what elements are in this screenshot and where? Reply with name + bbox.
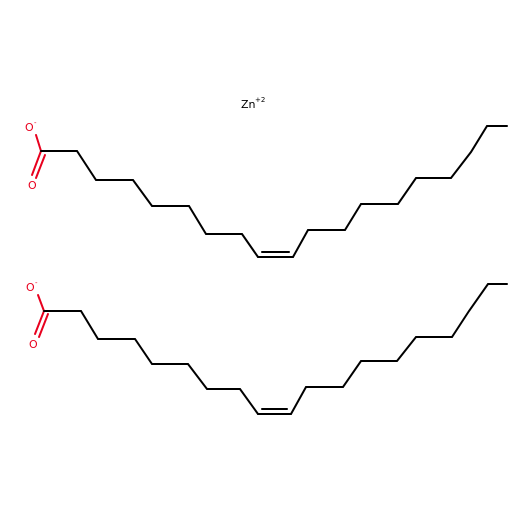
hydrocarbon-chain-lower xyxy=(43,283,508,415)
oxide-atom: O xyxy=(26,281,35,294)
bond-c1-o-double-b xyxy=(38,313,49,338)
bond-c1-o-double-a xyxy=(31,150,42,176)
oleate-anion-upper: O - O xyxy=(25,119,508,258)
carboxylate-group-lower: O - O xyxy=(26,279,49,351)
zinc-cation: Zn +2 xyxy=(241,96,265,111)
bond-c1-o-double-b xyxy=(35,154,46,179)
bond-c1-o-minus xyxy=(35,134,42,152)
bond-c1-o-double-a xyxy=(34,310,45,335)
hydrocarbon-chain-upper xyxy=(40,125,508,258)
chain-segment-c1-c9 xyxy=(40,150,259,258)
carboxylate-group-upper: O - O xyxy=(25,119,46,192)
zinc-charge: +2 xyxy=(255,96,265,104)
chain-segment-c10-c18 xyxy=(290,283,508,415)
oxide-charge: - xyxy=(35,279,38,287)
chain-segment-c10-c18 xyxy=(292,125,508,258)
oleate-anion-lower: O - O xyxy=(26,279,508,415)
carbonyl-oxygen: O xyxy=(28,179,37,192)
zinc-symbol: Zn xyxy=(241,98,256,111)
oxide-atom: O xyxy=(25,121,34,134)
chain-segment-c1-c9 xyxy=(43,310,259,415)
carbonyl-oxygen: O xyxy=(29,338,38,351)
oxide-charge: - xyxy=(34,119,37,127)
bond-c1-o-minus xyxy=(37,294,45,312)
